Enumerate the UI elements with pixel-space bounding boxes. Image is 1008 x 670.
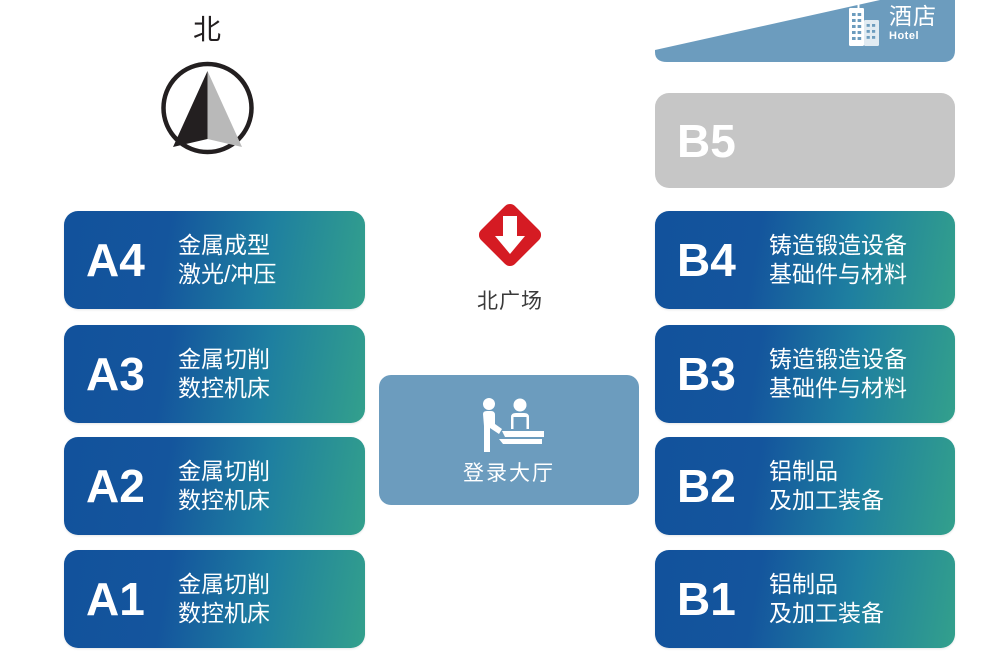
hall-name-line2: 数控机床 (178, 375, 270, 401)
hall-name-line2: 及加工装备 (769, 487, 884, 513)
hall-name-line1: 铸造锻造设备 (769, 346, 907, 373)
compass-north-label: 北 (192, 14, 222, 45)
hall-name-line2: 基础件与材料 (769, 375, 907, 401)
hall-name-line1: 金属切削 (178, 458, 270, 485)
hotel-buildings-icon (849, 2, 879, 46)
hall-name-line2: 及加工装备 (769, 600, 884, 626)
hall-name-line2: 激光/冲压 (178, 261, 277, 287)
hall-code-b4: B4 (677, 234, 736, 286)
reception-desk-icon (483, 398, 544, 452)
down-arrow-diamond-icon (478, 203, 542, 267)
registration-hall-card[interactable]: 登录大厅 (379, 375, 639, 505)
hall-code-a3: A3 (86, 348, 145, 400)
hall-code-b1: B1 (677, 573, 736, 625)
hall-card-b4[interactable]: B4 铸造锻造设备 基础件与材料 (655, 211, 955, 309)
hotel-text: 酒店 Hotel (889, 2, 937, 42)
hall-name-line2: 数控机床 (178, 600, 270, 626)
hotel-area[interactable]: 酒店 Hotel (655, 0, 955, 62)
hall-name-b1: 铝制品 及加工装备 (769, 570, 884, 628)
hall-code-b2: B2 (677, 460, 736, 512)
hall-code-a4: A4 (86, 234, 145, 286)
hall-name-b2: 铝制品 及加工装备 (769, 457, 884, 515)
hall-card-b2[interactable]: B2 铝制品 及加工装备 (655, 437, 955, 535)
hall-code-a2: A2 (86, 460, 145, 512)
hall-name-a2: 金属切削 数控机床 (178, 457, 270, 515)
hall-name-line1: 铸造锻造设备 (769, 232, 907, 259)
hall-code-a1: A1 (86, 573, 145, 625)
hall-code-b5: B5 (677, 114, 736, 167)
north-plaza-marker[interactable]: 北广场 (458, 196, 562, 312)
hall-name-line1: 金属成型 (178, 232, 270, 259)
registration-hall-label: 登录大厅 (463, 462, 555, 485)
hall-card-a1[interactable]: A1 金属切削 数控机床 (64, 550, 365, 648)
hall-name-line2: 数控机床 (178, 487, 270, 513)
hall-card-a2[interactable]: A2 金属切削 数控机床 (64, 437, 365, 535)
hall-name-a1: 金属切削 数控机床 (178, 570, 270, 628)
hall-name-line2: 基础件与材料 (769, 261, 907, 287)
hotel-name-en: Hotel (889, 30, 919, 42)
north-plaza-label: 北广场 (477, 290, 543, 313)
hotel-name-cn: 酒店 (889, 3, 937, 29)
compass-north-arrow-icon (161, 61, 254, 155)
hall-name-line1: 金属切削 (178, 346, 270, 373)
compass: 北 (155, 16, 260, 164)
hall-name-a4: 金属成型 激光/冲压 (178, 231, 276, 289)
hall-card-a3[interactable]: A3 金属切削 数控机床 (64, 325, 365, 423)
hall-name-line1: 铝制品 (769, 458, 838, 485)
hall-name-a3: 金属切削 数控机床 (178, 345, 270, 403)
hall-name-line1: 铝制品 (769, 571, 838, 598)
hall-card-a4[interactable]: A4 金属成型 激光/冲压 (64, 211, 365, 309)
hotel-content: 酒店 Hotel (846, 2, 937, 52)
hall-code-b3: B3 (677, 348, 736, 400)
hall-name-line1: 金属切削 (178, 571, 270, 598)
hall-name-b4: 铸造锻造设备 基础件与材料 (769, 231, 907, 289)
hall-card-b1[interactable]: B1 铝制品 及加工装备 (655, 550, 955, 648)
hall-card-b3[interactable]: B3 铸造锻造设备 基础件与材料 (655, 325, 955, 423)
hall-card-b5[interactable]: B5 (655, 93, 955, 188)
hall-name-b3: 铸造锻造设备 基础件与材料 (769, 345, 907, 403)
